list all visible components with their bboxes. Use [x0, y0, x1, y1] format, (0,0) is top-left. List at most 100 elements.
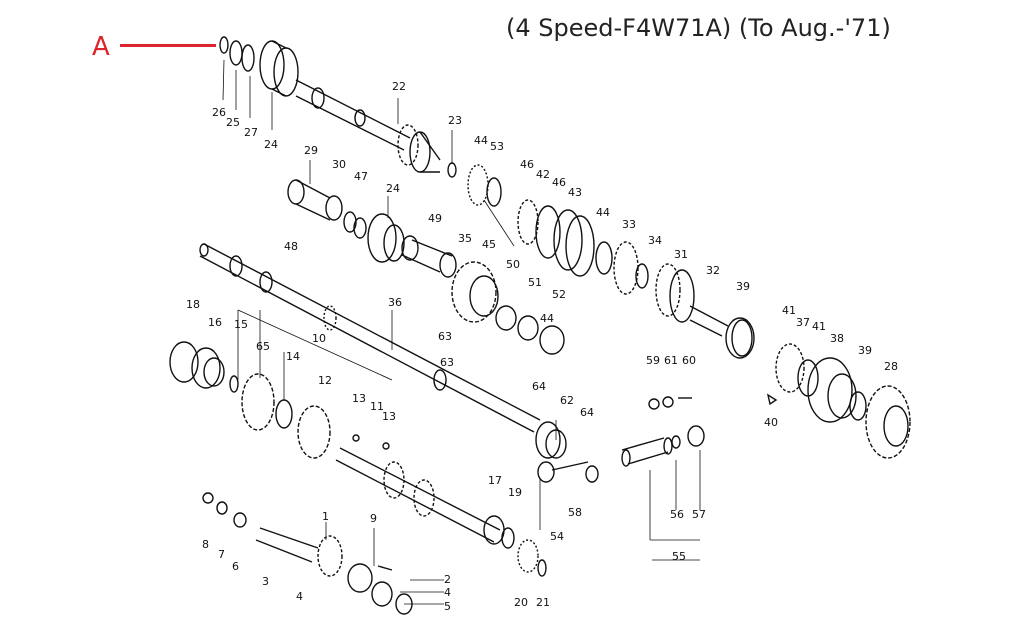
bearing-17 — [483, 515, 505, 545]
part-label: 64 — [580, 406, 594, 419]
synchro-hub-43 — [553, 209, 583, 271]
mainshaft-36-group — [199, 243, 599, 483]
part-label: 48 — [284, 240, 298, 253]
part-label: 61 — [664, 354, 678, 367]
part-label: 24 — [264, 138, 278, 151]
ring-39-lower — [849, 391, 867, 421]
washer-25 — [229, 40, 243, 66]
part-label: 40 — [764, 416, 778, 429]
rear-reverse-group — [725, 317, 911, 459]
gear-65 — [241, 373, 275, 431]
part-label: 58 — [568, 506, 582, 519]
part-label: 44 — [596, 206, 610, 219]
part-label: 29 — [304, 144, 318, 157]
part-label: 25 — [226, 116, 240, 129]
part-label: 34 — [648, 234, 662, 247]
bearing-20 — [517, 539, 539, 573]
part-label: 20 — [514, 596, 528, 609]
part-label: 30 — [332, 158, 346, 171]
callout-letter-a: A — [92, 32, 110, 62]
key-40 — [766, 393, 778, 406]
part-label: 38 — [830, 332, 844, 345]
bush-4 — [347, 563, 373, 593]
ring-19 — [501, 527, 515, 549]
part-label: 35 — [458, 232, 472, 245]
part-label: 13 — [382, 410, 396, 423]
part-label: 18 — [186, 298, 200, 311]
reverse-hub-39 — [725, 317, 755, 359]
gear-31 — [655, 263, 681, 317]
part-label: 10 — [312, 332, 326, 345]
part-label: 19 — [508, 486, 522, 499]
leader-lines — [222, 59, 701, 605]
idler-shaft-3 — [255, 527, 319, 563]
mainshaft-32 — [689, 305, 729, 337]
bearing-24-upper — [259, 40, 285, 90]
retainer-62 — [537, 461, 555, 483]
ball-59 — [648, 398, 660, 410]
shift-group — [621, 396, 705, 467]
nut-8 — [202, 492, 214, 504]
drive-gear-teeth — [397, 124, 419, 166]
gear-35 — [451, 261, 497, 323]
part-label: 13 — [352, 392, 366, 405]
part-label: 16 — [208, 316, 222, 329]
washer-6 — [233, 512, 247, 528]
needle-bearing-49 — [401, 239, 453, 273]
part-label: 46 — [552, 176, 566, 189]
bearing-24-lower — [367, 213, 397, 263]
part-label: 42 — [536, 168, 550, 181]
spring-61 — [662, 396, 674, 408]
part-label: 51 — [528, 276, 542, 289]
diagram-title: (4 Speed-F4W71A) (To Aug.-'71) — [506, 14, 891, 42]
part-label: 43 — [568, 186, 582, 199]
hub-41 — [775, 343, 805, 393]
part-label: 39 — [736, 280, 750, 293]
ring-34 — [635, 263, 649, 289]
part-label: 36 — [388, 296, 402, 309]
part-label: 55 — [672, 550, 686, 563]
bearing-64 — [535, 421, 561, 459]
shift-rod-55 — [621, 437, 669, 465]
part-label: 31 — [674, 248, 688, 261]
countershaft-10 — [335, 447, 501, 543]
part-label: 60 — [682, 354, 696, 367]
part-label: 64 — [532, 380, 546, 393]
snap-15 — [229, 375, 239, 393]
part-label: 5 — [444, 600, 451, 613]
part-label: 65 — [256, 340, 270, 353]
part-label: 15 — [234, 318, 248, 331]
bearing-16 — [191, 347, 221, 389]
part-label: 62 — [560, 394, 574, 407]
ring-57 — [687, 425, 705, 447]
bearing-24-upper-back — [273, 47, 299, 97]
part-label: 11 — [370, 400, 384, 413]
input-shaft-group — [219, 36, 502, 207]
baulk-ring-44b — [595, 241, 613, 275]
sleeve-38 — [807, 357, 853, 423]
ring-18 — [169, 341, 199, 383]
part-label: 46 — [520, 158, 534, 171]
part-label: 53 — [490, 140, 504, 153]
part-label: 32 — [706, 264, 720, 277]
part-label: 57 — [692, 508, 706, 521]
part-label: 26 — [212, 106, 226, 119]
part-label: 22 — [392, 80, 406, 93]
part-label: 63 — [440, 356, 454, 369]
part-label: 8 — [202, 538, 209, 551]
idler-gear-1 — [317, 535, 343, 577]
part-label: 28 — [884, 360, 898, 373]
pin-58 — [551, 461, 589, 471]
ring-64b — [585, 465, 599, 483]
washer-50 — [495, 305, 517, 331]
bush-52 — [539, 325, 565, 355]
part-label: 4 — [296, 590, 303, 603]
mainshaft-synchro-row — [517, 199, 753, 357]
part-label: 39 — [858, 344, 872, 357]
baulk-ring-44 — [467, 164, 489, 206]
part-label: 50 — [506, 258, 520, 271]
part-label: 44 — [474, 134, 488, 147]
snap-ring-26 — [219, 36, 229, 54]
part-label: 2 — [444, 573, 451, 586]
